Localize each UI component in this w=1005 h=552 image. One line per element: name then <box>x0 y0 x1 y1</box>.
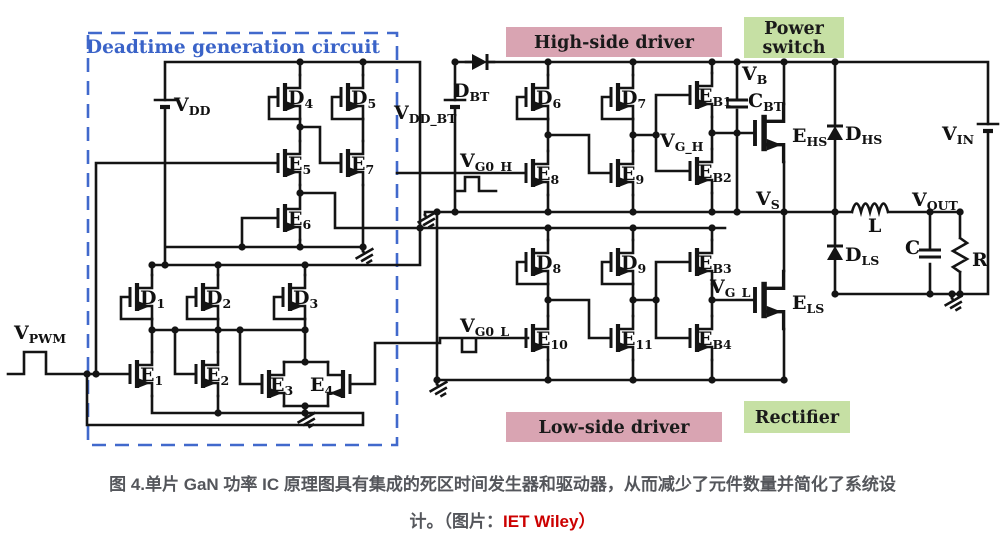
banner-power-switch-label-1: Power <box>764 19 825 39</box>
banner-low-side-driver-label: Low-side driver <box>539 418 691 438</box>
label-vin: VIN <box>941 123 974 147</box>
label-d3: D3 <box>293 287 318 311</box>
ground-icon <box>942 292 968 315</box>
label-els: ELS <box>792 292 824 316</box>
capacitor-c <box>917 248 943 259</box>
label-e1: E1 <box>140 364 163 388</box>
banner-rectifier <box>744 401 850 433</box>
deadtime-box-title: Deadtime generation circuit <box>86 37 380 58</box>
label-vg0-h: VG0_H <box>459 150 512 175</box>
label-d2: D2 <box>206 287 231 311</box>
label-d4: D4 <box>288 87 313 111</box>
label-vg0-l: VG0_L <box>459 315 509 340</box>
label-vg-l: VG_L <box>709 276 751 301</box>
banner-high-side-driver-label: High-side driver <box>534 33 695 53</box>
label-e5: E5 <box>288 153 311 177</box>
label-e7: E7 <box>351 153 374 177</box>
label-vg-h: VG_H <box>659 130 704 155</box>
deadtime-box-outline <box>86 31 399 447</box>
label-vdd-bt: VDD_BT <box>393 102 457 127</box>
diode-dhs <box>825 124 845 142</box>
label-ehs: EHS <box>792 125 827 149</box>
label-eb2: EB2 <box>698 161 732 185</box>
junction-dots <box>83 58 964 417</box>
fet-els <box>755 271 784 328</box>
label-d7: D7 <box>621 87 646 111</box>
ground-icon <box>353 245 379 268</box>
label-e9: E9 <box>621 163 644 187</box>
label-d8: D8 <box>536 252 561 276</box>
banner-low-side-driver <box>506 412 722 442</box>
label-dbt: DBT <box>453 80 490 104</box>
label-e6: E6 <box>288 208 311 232</box>
label-vdd: VDD <box>173 94 211 118</box>
label-d5: D5 <box>351 87 376 111</box>
label-e10: E10 <box>536 328 568 352</box>
label-eb3: EB3 <box>698 252 732 276</box>
label-e3: E3 <box>270 374 293 398</box>
ground-icon <box>427 378 453 401</box>
battery-vdd <box>155 100 175 107</box>
label-e2: E2 <box>206 364 229 388</box>
label-l: L <box>868 215 881 237</box>
label-vs: VS <box>755 188 780 212</box>
label-e11: E11 <box>621 328 653 352</box>
circuit-diagram: High-side driver Power switch Low-side d… <box>6 17 1005 447</box>
caption-source-link[interactable]: IET Wiley） <box>503 512 596 531</box>
label-dls: DLS <box>845 244 879 268</box>
label-c: C <box>905 237 920 259</box>
diode-dls <box>825 244 845 262</box>
caption-line1: 图 4.单片 GaN 功率 IC 原理图具有集成的死区时间发生器和驱动器，从而减… <box>109 475 896 494</box>
label-eb4: EB4 <box>698 328 732 352</box>
battery-vin <box>978 124 998 131</box>
label-vout: VOUT <box>911 189 959 213</box>
label-d1: D1 <box>140 287 165 311</box>
banner-rectifier-label: Rectifier <box>755 408 840 428</box>
label-eb1: EB1 <box>698 85 732 109</box>
caption-line2-prefix: 计。（图片： <box>409 512 504 531</box>
diode-dbt <box>464 52 496 72</box>
label-d6: D6 <box>536 87 561 111</box>
banner-high-side-driver <box>506 27 722 57</box>
banner-power-switch-label-2: switch <box>762 38 825 58</box>
figure-caption: 图 4.单片 GaN 功率 IC 原理图具有集成的死区时间发生器和驱动器，从而减… <box>0 461 1005 540</box>
label-r: R <box>972 249 988 271</box>
label-vpwm: VPWM <box>13 322 66 346</box>
label-e8: E8 <box>536 163 559 187</box>
circuit-wires <box>6 60 990 427</box>
banner-power-switch <box>744 17 844 58</box>
label-d9: D9 <box>621 252 646 276</box>
label-e4: E4 <box>310 374 333 398</box>
label-dhs: DHS <box>845 123 882 147</box>
label-vb: VB <box>741 63 767 87</box>
label-cbt: CBT <box>748 90 784 114</box>
